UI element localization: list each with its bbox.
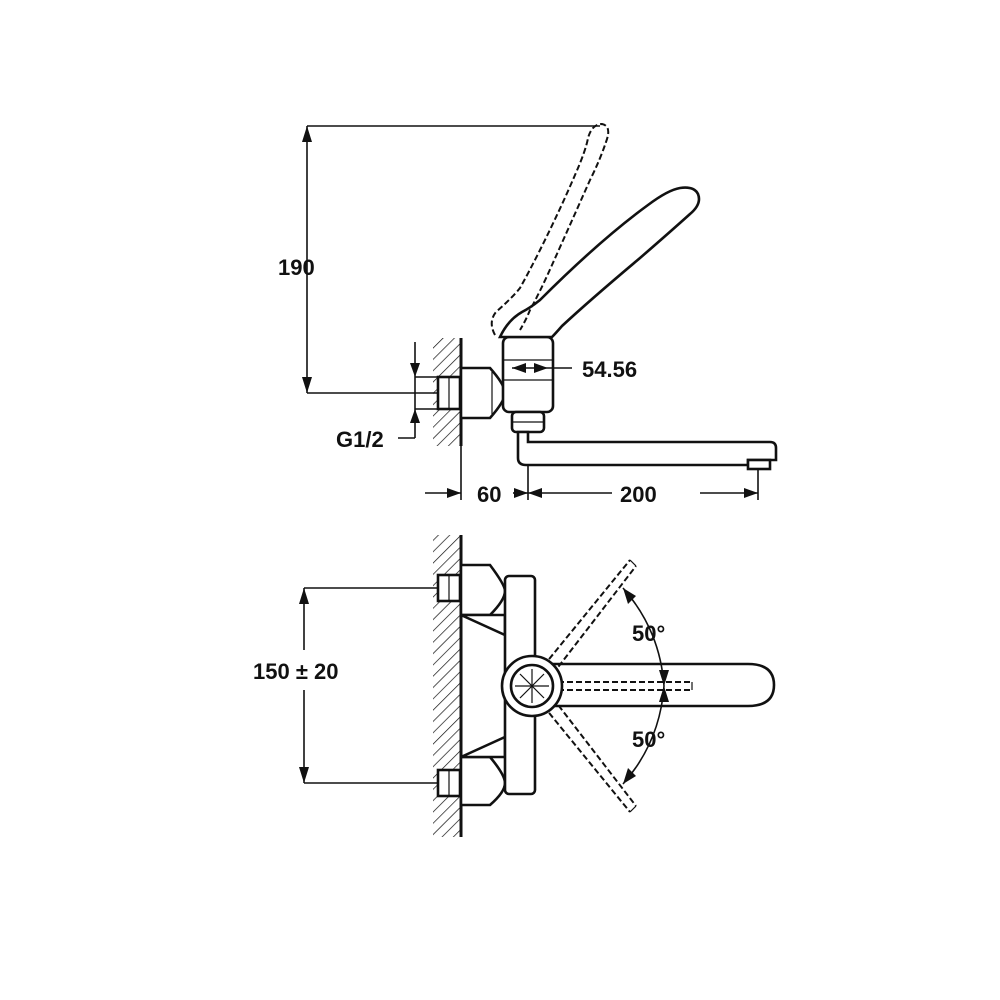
lever-solid <box>497 186 701 339</box>
lower-nut <box>459 755 507 807</box>
angle-lower: 50° <box>632 727 665 752</box>
dimension-200: 200 <box>620 482 657 507</box>
dimension-60: 60 <box>477 482 501 507</box>
nut-side <box>459 366 507 420</box>
side-view: 190 54.56 G1/2 60 200 <box>278 122 778 507</box>
dimension-150: 150 ± 20 <box>253 659 338 684</box>
valve-body <box>501 335 555 414</box>
top-view: 50° 50° 150 ± 20 <box>253 535 776 837</box>
handle-swing-lower <box>531 683 637 813</box>
spout-side <box>516 430 778 467</box>
handle-straight <box>540 681 693 691</box>
label-g1-2: G1/2 <box>336 427 384 452</box>
dimension-190: 190 <box>278 255 315 280</box>
handle-swing-upper <box>531 559 637 689</box>
dimension-54-56: 54.56 <box>582 357 637 382</box>
angle-upper: 50° <box>632 621 665 646</box>
upper-nut <box>459 563 507 617</box>
lever-dashed <box>490 122 610 336</box>
spout-top <box>528 662 776 708</box>
